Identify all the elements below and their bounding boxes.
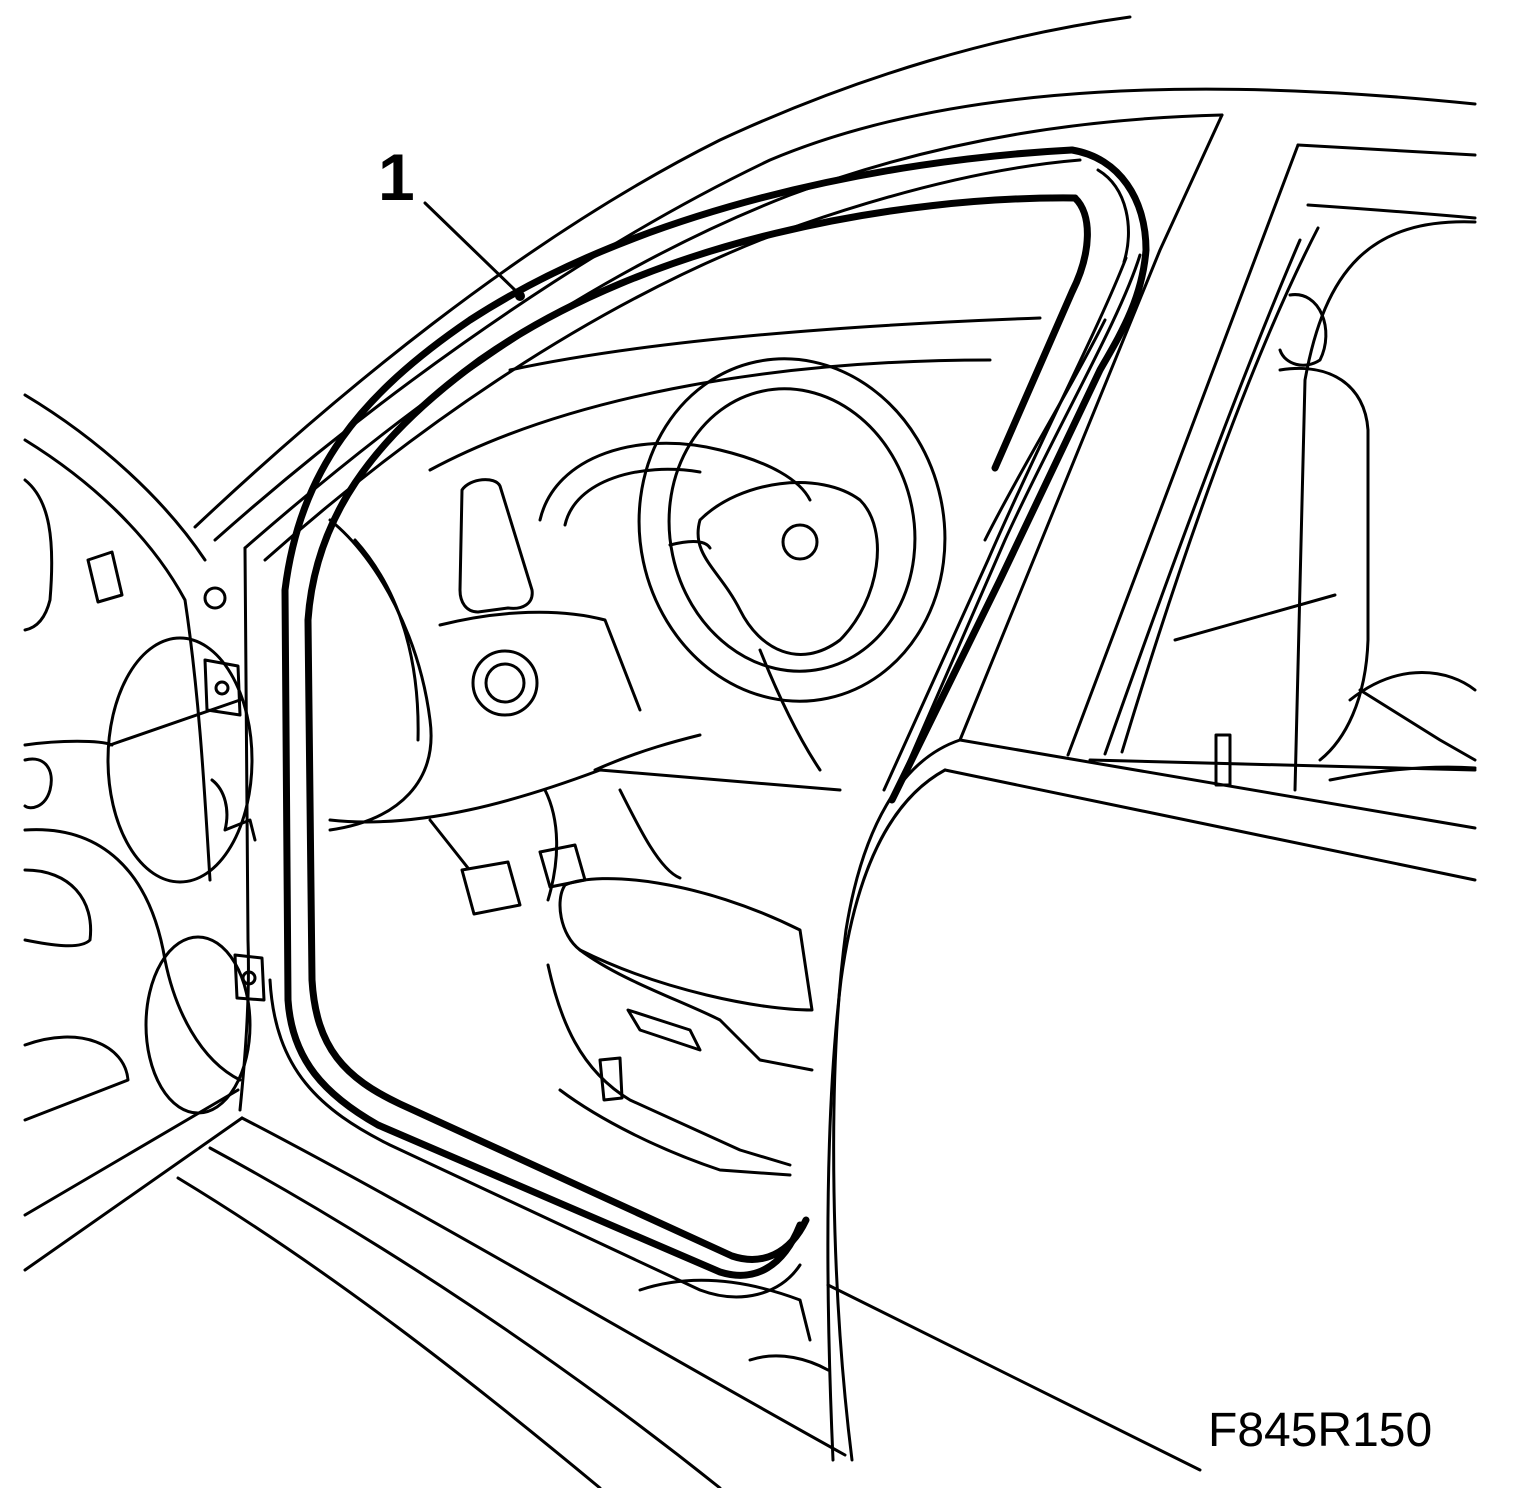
steering-wheel-rim-outer [637,357,947,703]
door-seal-weatherstrip [268,146,1150,1299]
seat-rail [558,1088,792,1177]
left-door-bottom-edge [23,1116,244,1272]
left-door-switch [23,757,53,810]
front-door [826,733,1477,1462]
callout-label: 1 [378,140,415,214]
sill-outer-line [240,1116,847,1457]
sill-kick-plate [748,1354,830,1372]
door-belt-line [943,768,1477,882]
rear-window-front [1120,226,1320,754]
dash-upper-line [428,358,992,472]
left-door-panel [23,393,254,1272]
left-door-bottom-inner [23,1088,240,1217]
rear-floor-line [1328,765,1477,782]
rear-seat-headrest [1278,293,1328,367]
seat-cushion [558,877,814,1012]
seal-inner-loop [304,194,1079,1263]
horn-emblem [781,523,819,561]
dash-side-panel [353,538,420,742]
steering-column [758,648,822,772]
seal-lip-line [1096,168,1130,264]
dash-top-line [508,316,1042,372]
dashboard [328,316,1042,832]
left-door-handle [86,550,124,604]
upper-hinge-bolt [214,680,230,696]
seat-side [546,963,792,1167]
sill-step [638,1278,812,1342]
b-pillar-trim-line [983,318,1107,542]
lock-knob [1214,733,1232,787]
door-hinges [203,546,266,1112]
left-door-lower-curve [23,828,242,1082]
b-pillar-seal-inner [882,256,1128,792]
steering-wheel-rim-inner [667,387,917,673]
left-door-trim [23,478,54,632]
seat-base [578,948,814,1072]
rear-seat-back [1278,367,1370,762]
left-door-inner-edge [23,438,212,882]
dash-speaker-outer [471,649,539,717]
sill [176,1116,1202,1488]
b-pillar-front-line [958,113,1224,742]
rear-frame-top [1296,143,1477,157]
roof-lines [193,15,1477,562]
rear-seat-inner [1173,593,1337,642]
dash-speaker-inner [484,662,526,704]
callout-1: 1 [378,140,525,301]
left-door-armrest [106,636,254,884]
seat-back-edge [618,788,682,880]
rear-seat-cushion [1348,671,1477,702]
sill-lower-line [176,1176,602,1488]
dash-center-vent [458,478,534,614]
upper-hinge [203,658,242,717]
brake-pedal [460,860,522,916]
steering-wheel-hub [696,481,879,656]
steering-wheel-spoke [668,540,712,550]
sill-middle-line [208,1146,722,1488]
left-door-top-edge [23,393,207,562]
lower-hinge [233,953,266,1002]
steering-wheel [637,357,947,772]
left-door-bottom-pocket [23,1035,130,1122]
door-front-edge-inner [826,768,947,1462]
b-pillar [882,113,1224,802]
seat-lever [626,1008,702,1052]
check-strap [210,778,257,842]
check-strap-bolt [203,586,227,610]
figure-code: F845R150 [1208,1404,1432,1457]
seat-knob [598,1056,624,1102]
instrument-cluster-hood [538,441,812,522]
rocker-panel-line [826,1283,1202,1472]
rear-frame-front [1066,143,1300,757]
rear-window-inner-front [1103,238,1302,756]
seal-outer-strip [888,146,1150,804]
door-front-edge-outer [832,738,962,1462]
roof-edge-line [213,87,1477,542]
rear-seat-cushion-edge [1358,688,1477,762]
rear-pillar-line [1293,220,1477,792]
a-pillar-edge [238,546,250,1112]
rear-door [1066,143,1477,792]
a-pillar-inner-line [263,158,1082,562]
callout-leader-line [423,201,519,294]
left-door-pocket [23,739,114,747]
b-pillar-seal-outer [890,253,1142,802]
instrument-cluster-face [563,467,702,527]
center-console-line [593,733,702,772]
floor-tunnel [543,788,559,902]
brake-pedal-arm [428,818,470,870]
front-seat [546,788,814,1177]
rear-window-top [1306,203,1477,220]
glovebox-line [328,518,433,832]
dash-console-line [438,610,642,712]
left-door-armrest-line [108,698,242,747]
roof-outer-line [193,15,1132,529]
callout-leader-dot [515,291,525,301]
headliner-line [243,113,1224,550]
left-door-map-pocket [23,868,93,948]
seal-outer-loop [281,146,1076,1279]
seal-inner-corner [991,194,1091,472]
